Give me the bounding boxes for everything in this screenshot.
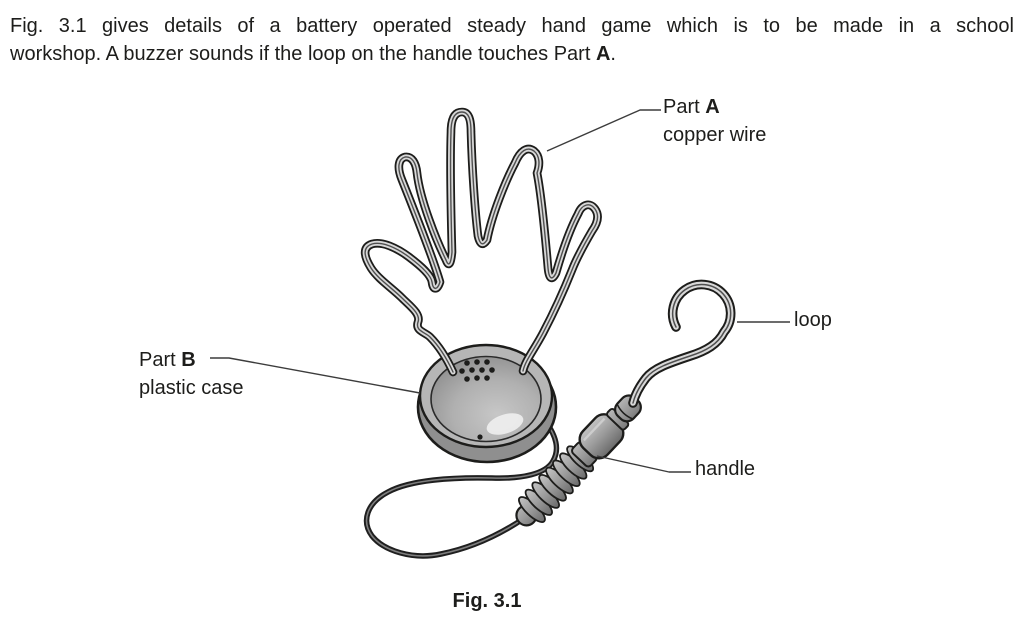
intro-line-2: workshop. A buzzer sounds if the loop on…: [10, 43, 616, 65]
hand-wire-core: [364, 111, 599, 373]
buzzer-case: [416, 343, 558, 464]
dome-highlight: [486, 413, 524, 435]
probe-loop-wire: [628, 279, 736, 408]
label-part-b-subtitle: plastic case: [139, 377, 244, 399]
hand-wire: [360, 107, 602, 377]
label-part-b: Part B plastic case: [139, 346, 244, 402]
intro-paragraph: Fig. 3.1 gives details of a battery oper…: [10, 12, 1014, 68]
leader-part-a: [546, 109, 661, 152]
figure-caption: Fig. 3.1: [452, 590, 522, 612]
intro-line-1: Fig. 3.1 gives details of a battery oper…: [10, 15, 1014, 37]
loop-wire-fill: [630, 281, 734, 406]
leader-part-b: [210, 357, 421, 394]
label-handle: handle: [695, 458, 756, 480]
label-part-b-title: Part B: [139, 349, 196, 371]
label-part-a-title: Part A: [663, 96, 720, 118]
label-part-a-subtitle: copper wire: [663, 124, 767, 146]
label-part-a: Part A copper wire: [663, 93, 766, 149]
handle-grip: [515, 394, 642, 527]
speaker-holes: [459, 359, 495, 382]
leader-lines: [210, 109, 790, 473]
case-pin-dot: [477, 434, 483, 440]
handle-cap-line: [616, 404, 633, 420]
handle-barrel-highlight: [583, 417, 606, 442]
label-loop: loop: [794, 309, 832, 331]
loop-wire-core: [632, 283, 732, 404]
leader-handle: [596, 455, 691, 473]
